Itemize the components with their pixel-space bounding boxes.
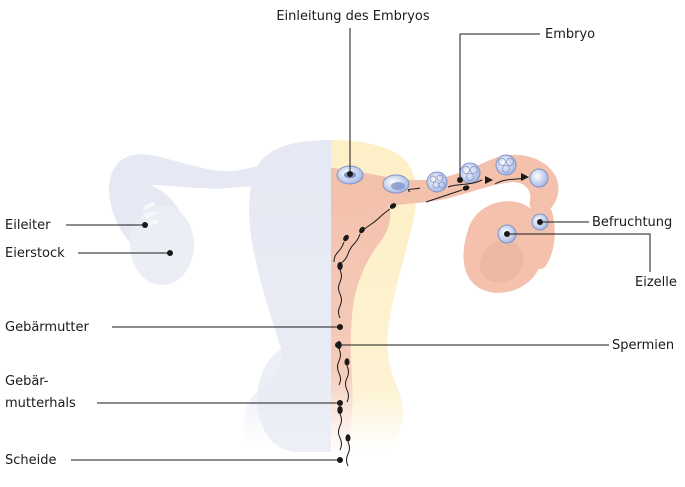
leader-dot [335, 342, 341, 348]
label-vagina: Scheide [5, 453, 57, 468]
label-sperm: Spermien [612, 338, 674, 353]
label-cervix-line1: Gebär- [5, 374, 49, 389]
label-embryo-transfer: Einleitung des Embryos [276, 9, 430, 24]
label-cervix-line2: mutterhals [5, 396, 76, 411]
label-embryo: Embryo [545, 27, 595, 42]
label-uterus: Gebärmutter [5, 320, 90, 335]
leader-dot [537, 219, 543, 225]
left-cervix [257, 350, 331, 452]
zygote [530, 169, 548, 187]
leader-dot [337, 457, 343, 463]
leader-dot [142, 222, 148, 228]
leader-dot [504, 231, 510, 237]
label-egg: Eizelle [635, 275, 677, 290]
leader-dot [167, 250, 173, 256]
label-ovary: Eierstock [5, 246, 65, 261]
leader-dot [457, 177, 463, 183]
left-ovary-shape [130, 205, 194, 285]
blastocyst-core [391, 182, 405, 190]
left-half-anatomy [109, 140, 331, 452]
leader-dot [337, 400, 343, 406]
label-fertilization: Befruchtung [592, 215, 672, 230]
embryo-4-cell [496, 155, 516, 175]
leader-dot [347, 171, 353, 177]
label-fallopian-tube: Eileiter [5, 218, 51, 233]
leader-dot [337, 324, 343, 330]
